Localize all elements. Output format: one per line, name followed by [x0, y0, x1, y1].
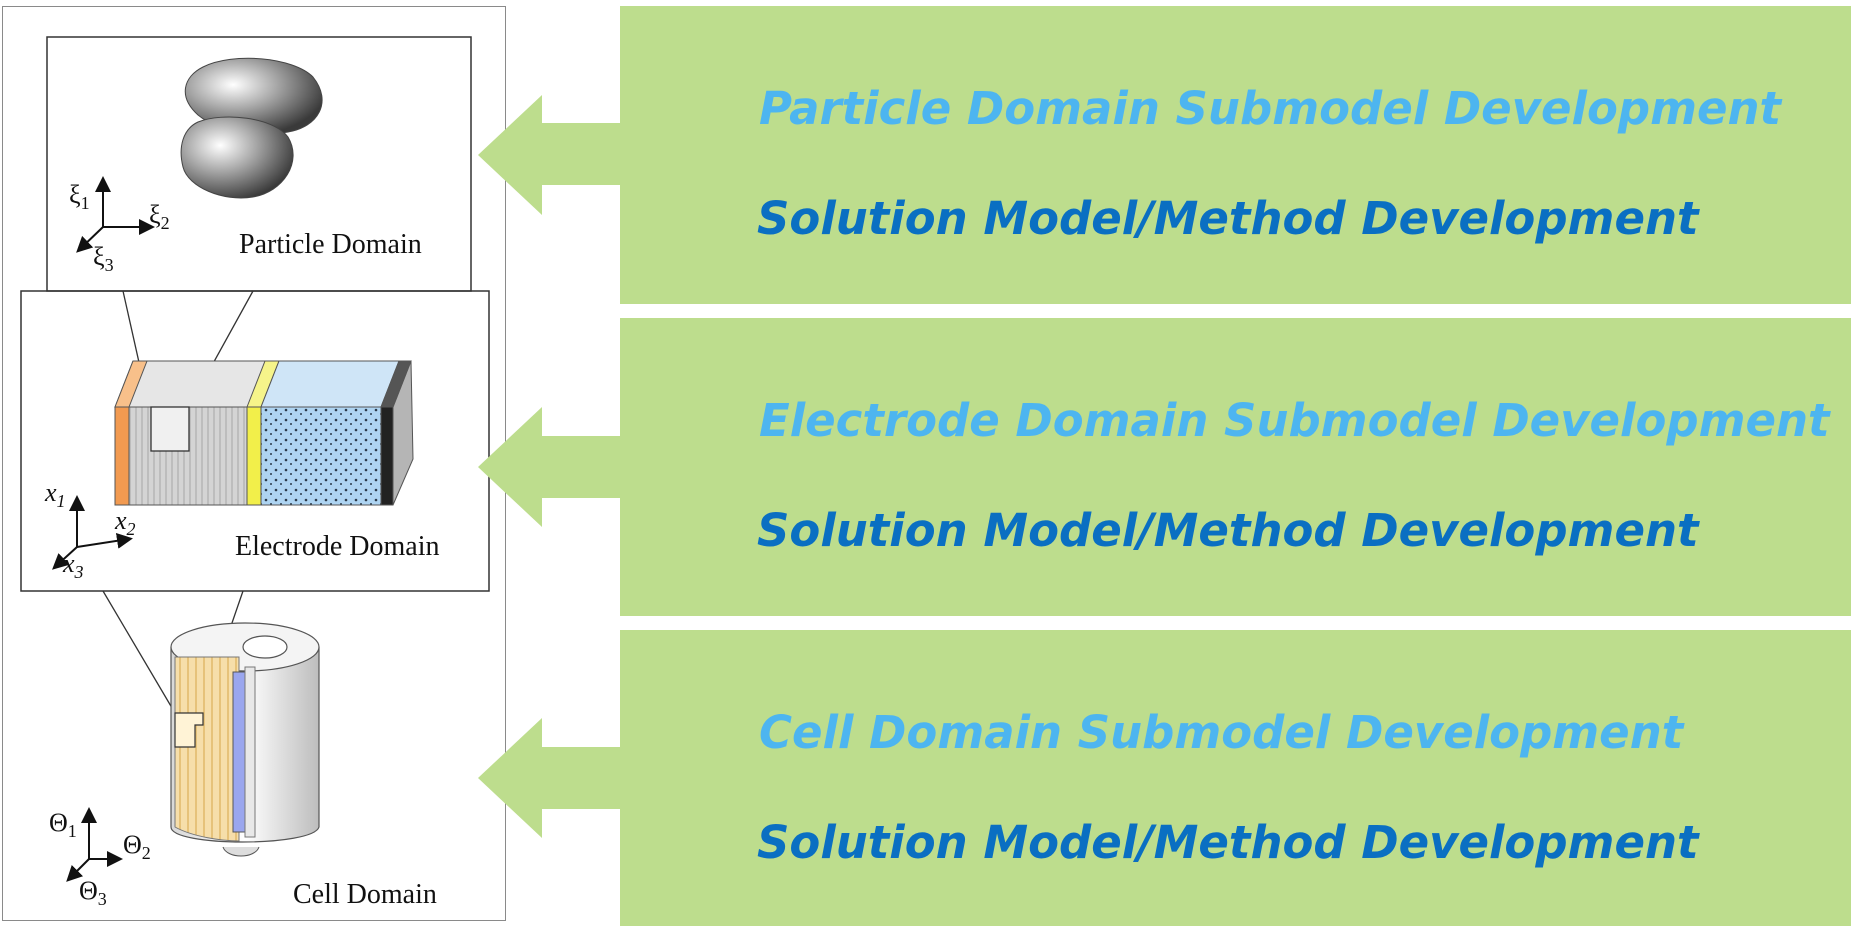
particle-axis-3-sub: 3: [105, 255, 114, 275]
cell-axis-2-label: Θ: [123, 830, 142, 859]
cell-submodel-text: Cell Domain Submodel Development: [759, 706, 1684, 759]
banner-cell: Cell Domain Submodel Development Solutio…: [620, 630, 1851, 926]
particle-axis-2-label: ξ: [149, 200, 161, 229]
cell-axis-1-label: Θ: [49, 808, 68, 837]
svg-text:ξ1: ξ1: [69, 180, 90, 213]
svg-text:Θ2: Θ2: [123, 830, 151, 863]
particle-blob-graphic: [180, 57, 323, 199]
cell-solution-text: Solution Model/Method Development: [757, 816, 1699, 869]
svg-text:x2: x2: [114, 506, 136, 539]
svg-text:Θ3: Θ3: [79, 876, 107, 909]
electrode-axis-1-label: x: [44, 478, 57, 507]
banner-particle: Particle Domain Submodel Development Sol…: [620, 6, 1851, 304]
particle-submodel-text: Particle Domain Submodel Development: [759, 82, 1782, 135]
arrows-layer: [478, 95, 620, 838]
particle-axis-2-sub: 2: [161, 213, 170, 233]
electrode-axis-2-sub: 2: [127, 519, 136, 539]
electrode-axis-1-sub: 1: [57, 491, 66, 511]
zoom-line-cell-left: [102, 590, 176, 714]
svg-text:ξ3: ξ3: [93, 242, 114, 275]
cell-cylinder-graphic: [170, 622, 320, 857]
electrode-axes: x1 x2 x3: [44, 478, 136, 582]
svg-text:ξ2: ξ2: [149, 200, 170, 233]
particle-domain-label: Particle Domain: [239, 229, 422, 260]
electrode-solution-text: Solution Model/Method Development: [757, 504, 1699, 557]
particle-axes: ξ1 ξ2 ξ3: [69, 176, 170, 275]
electrode-domain-label: Electrode Domain: [235, 531, 439, 562]
svg-text:Θ1: Θ1: [49, 808, 77, 841]
cell-axis-3-sub: 3: [98, 889, 107, 909]
particle-solution-text: Solution Model/Method Development: [757, 192, 1699, 245]
electrode-axis-3-sub: 3: [74, 562, 84, 582]
svg-text:x1: x1: [44, 478, 66, 511]
cell-domain-label: Cell Domain: [293, 879, 437, 910]
svg-text:x3: x3: [62, 549, 84, 582]
electrode-axis-2-label: x: [114, 506, 127, 535]
arrow-particle: [478, 95, 620, 215]
domain-illustration-panel: ξ1 ξ2 ξ3 Particle Domain: [2, 6, 506, 921]
arrow-cell: [478, 718, 620, 838]
electrode-axis-3-label: x: [62, 549, 75, 578]
cell-axes: Θ1 Θ2 Θ3: [49, 807, 151, 909]
cell-axis-2-sub: 2: [142, 843, 151, 863]
banner-electrode: Electrode Domain Submodel Development So…: [620, 318, 1851, 616]
electrode-slab-graphic: [114, 360, 414, 506]
particle-axis-1-label: ξ: [69, 180, 81, 209]
particle-axis-3-label: ξ: [93, 242, 105, 271]
arrow-electrode: [478, 407, 620, 527]
electrode-domain-box: [20, 290, 490, 592]
cell-axis-3-label: Θ: [79, 876, 98, 905]
cell-axis-1-sub: 1: [68, 821, 77, 841]
particle-axis-1-sub: 1: [81, 193, 90, 213]
multiscale-domain-diagram: ξ1 ξ2 ξ3 Particle Domain: [20, 36, 490, 910]
electrode-submodel-text: Electrode Domain Submodel Development: [759, 394, 1830, 447]
